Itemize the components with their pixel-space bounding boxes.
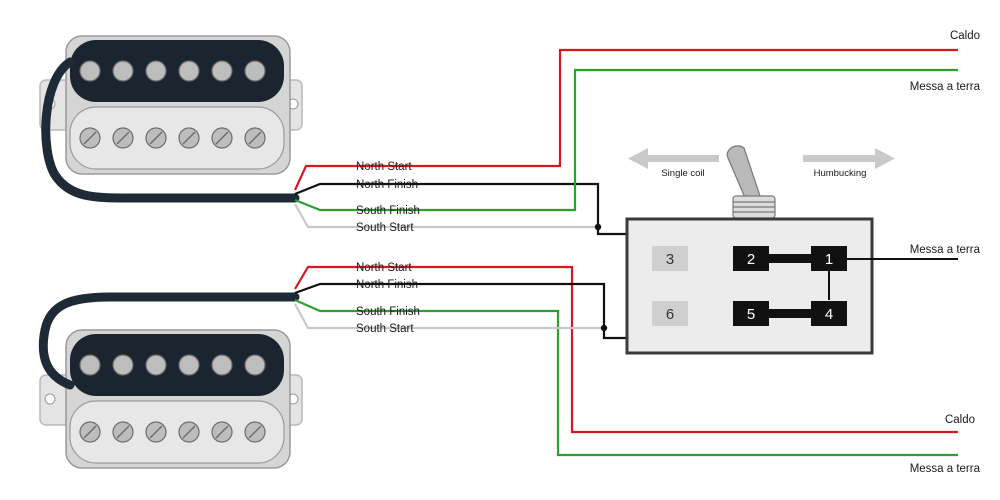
- junction-dot-top: [594, 223, 602, 231]
- switch-body: [625, 217, 874, 355]
- arrow-left-icon: [628, 148, 719, 169]
- wire-top-south-finish: [294, 68, 958, 212]
- humbucker-pickup-bottom: [38, 292, 303, 469]
- label-bottom-south-start: South Start: [356, 323, 414, 335]
- terminal-3-label: 3: [666, 251, 674, 268]
- label-top-hot: Caldo: [950, 30, 980, 42]
- terminal-4-label: 4: [825, 306, 833, 323]
- label-top-south-start: South Start: [356, 222, 414, 234]
- terminal-4: [811, 301, 847, 326]
- terminal-1-label: 1: [825, 251, 833, 268]
- switch-label-humbucking: Humbucking: [814, 168, 867, 179]
- arrow-right-icon: [803, 148, 895, 169]
- terminal-5-label: 5: [747, 306, 755, 323]
- terminal-2: [733, 246, 769, 271]
- junction-dot-bottom: [600, 324, 608, 332]
- wire-bottom-south-finish: [294, 298, 958, 457]
- label-top-north-finish: North Finish: [356, 179, 418, 191]
- toggle-lever-icon: [726, 145, 776, 219]
- label-bottom-hot: Caldo: [945, 414, 975, 426]
- terminal-6: [652, 301, 688, 326]
- wire-top-north-start: [294, 48, 958, 191]
- label-switch-ground: Messa a terra: [910, 244, 981, 256]
- terminal-2-label: 2: [747, 251, 755, 268]
- wire-bottom-south-start: [294, 303, 604, 330]
- label-bottom-north-finish: North Finish: [356, 279, 418, 291]
- terminal-3: [652, 246, 688, 271]
- wire-top-south-start: [294, 203, 598, 229]
- terminal-5: [733, 301, 769, 326]
- label-bottom-north-start: North Start: [356, 262, 412, 274]
- output-labels: Caldo Messa a terra Messa a terra Caldo …: [910, 30, 981, 475]
- bottom-wire-labels: North Start North Finish South Finish So…: [356, 262, 420, 335]
- terminal-6-label: 6: [666, 306, 674, 323]
- label-bottom-ground: Messa a terra: [910, 463, 981, 475]
- humbucker-pickup-top: [39, 35, 303, 203]
- top-wire-labels: North Start North Finish South Finish So…: [356, 161, 420, 234]
- label-top-ground: Messa a terra: [910, 81, 981, 93]
- wire-bottom-north-start: [294, 265, 958, 434]
- toggle-switch: Single coil Humbucking 3 6 2 1 5: [625, 145, 958, 355]
- label-top-north-start: North Start: [356, 161, 412, 173]
- switch-label-single-coil: Single coil: [661, 168, 704, 179]
- label-top-south-finish: South Finish: [356, 205, 420, 217]
- top-pickup-wires: [294, 48, 958, 258]
- terminal-1: [811, 246, 847, 271]
- label-bottom-south-finish: South Finish: [356, 306, 420, 318]
